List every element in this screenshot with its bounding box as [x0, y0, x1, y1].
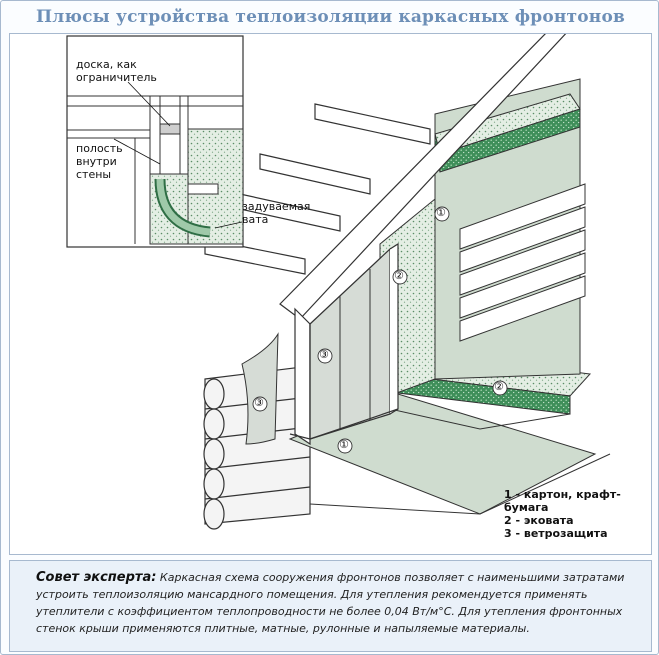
siding-boards: [459, 183, 586, 342]
label-blown-wool: задуваемая вата: [242, 200, 311, 226]
marker-1-floor: ①: [339, 438, 349, 451]
legend-item-1: 1 - картон, крафт- бумага: [504, 488, 621, 514]
windbreak-sheet: [241, 332, 279, 445]
marker-badges: [252, 206, 508, 454]
expert-tip-text: Каркасная схема сооружения фронтонов поз…: [36, 571, 625, 635]
marker-2-wall: ②: [394, 269, 404, 282]
expert-tip-box: Совет эксперта: Каркасная схема сооружен…: [9, 560, 652, 652]
expert-tip: Совет эксперта: Каркасная схема сооружен…: [10, 561, 651, 637]
inset-detail: [66, 35, 244, 248]
marker-3-frame: ③: [319, 348, 329, 361]
page-title: Плюсы устройства теплоизоляции каркасных…: [36, 7, 625, 27]
marker-2-floor: ②: [494, 380, 504, 393]
gable-frame: [289, 242, 399, 440]
legend: 1 - картон, крафт- бумага 2 - эковата 3 …: [504, 488, 621, 540]
log-wall: [203, 365, 311, 530]
roof-rafter: [279, 34, 567, 446]
expert-tip-heading: Совет эксперта:: [36, 570, 157, 585]
legend-item-2: 2 - эковата: [504, 514, 574, 527]
marker-1-wall: ①: [436, 206, 446, 219]
marker-3-sheet: ③: [254, 396, 264, 409]
joists: [204, 103, 431, 275]
diagram-panel: доска, как ограничитель полость внутри с…: [9, 33, 652, 555]
legend-item-3: 3 - ветрозащита: [504, 527, 608, 540]
label-board-limiter: доска, как ограничитель: [76, 58, 157, 84]
diagram-drawing: [66, 34, 611, 530]
label-wall-cavity: полость внутри стены: [76, 142, 123, 181]
